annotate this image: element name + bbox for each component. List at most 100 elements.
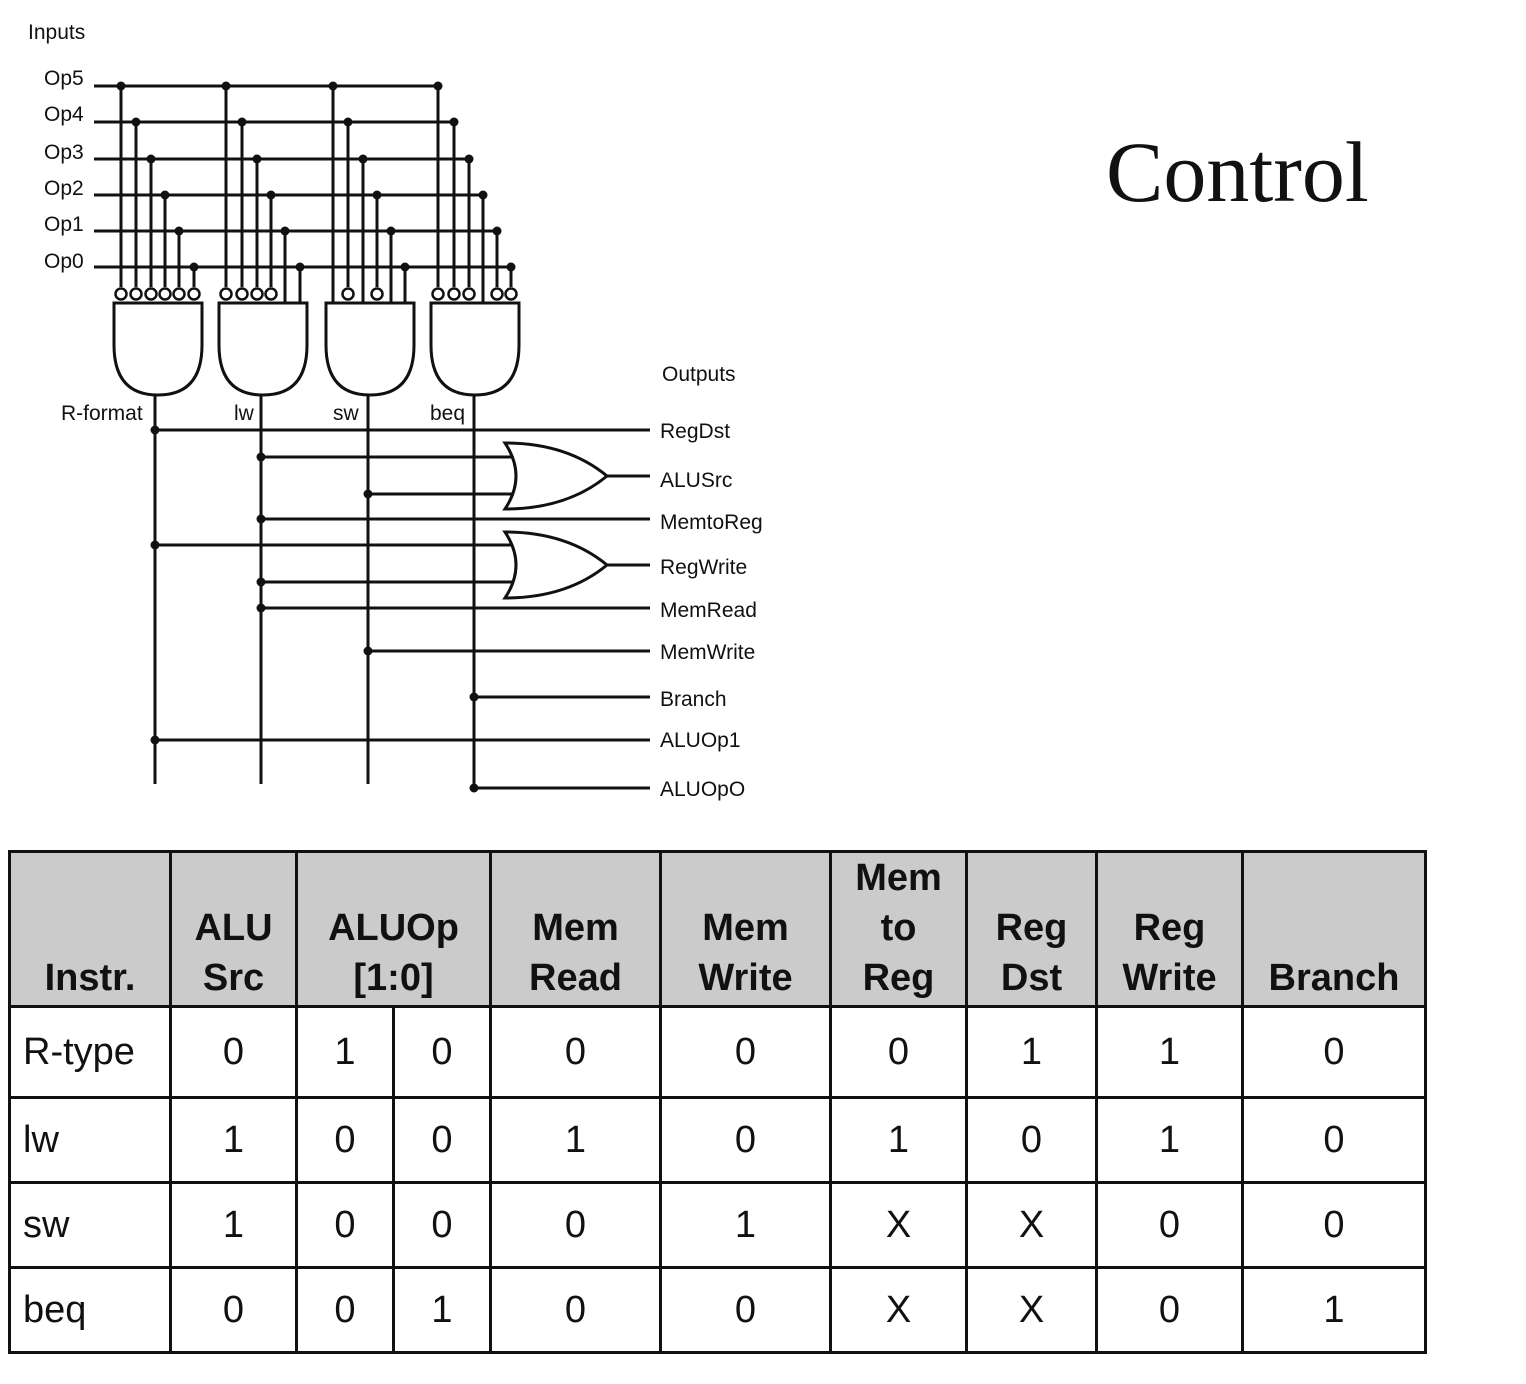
output-memread-label: MemRead [660, 599, 757, 622]
table-cell: 0 [1241, 1181, 1427, 1269]
junction-dot [506, 262, 516, 272]
table-cell: 1 [659, 1181, 832, 1269]
inverter-bubble [172, 287, 186, 301]
table-cell-instr: beq [8, 1266, 172, 1354]
junction-dot [295, 262, 305, 272]
outputs-label: Outputs [662, 363, 736, 386]
inverter-bubble [250, 287, 264, 301]
junction-dot [150, 425, 160, 435]
table-cell: 1 [829, 1096, 968, 1184]
table-cell: 0 [392, 1181, 492, 1269]
inverter-bubble [447, 287, 461, 301]
table-cell: 0 [1241, 1005, 1427, 1099]
output-alusrc-label: ALUSrc [660, 469, 732, 492]
output-aluop0-label: ALUOpO [660, 778, 745, 801]
inverter-bubble [187, 287, 201, 301]
and-gate-r-format [112, 301, 204, 397]
junction-dot [256, 452, 266, 462]
table-cell: 0 [489, 1181, 662, 1269]
junction-dot [464, 154, 474, 164]
table-cell: 0 [169, 1005, 298, 1099]
table-cell: X [965, 1181, 1098, 1269]
table-cell: 0 [659, 1005, 832, 1099]
junction-dot [469, 783, 479, 793]
junction-dot [256, 603, 266, 613]
junction-dot [252, 154, 262, 164]
inverter-bubble [144, 287, 158, 301]
table-cell: 1 [1095, 1096, 1244, 1184]
table-cell: 0 [659, 1096, 832, 1184]
inverter-bubble [462, 287, 476, 301]
table-cell: X [829, 1266, 968, 1354]
junction-dot [131, 117, 141, 127]
junction-dot [343, 117, 353, 127]
table-cell: 0 [659, 1266, 832, 1354]
table-cell: 0 [392, 1005, 492, 1099]
junction-dot [150, 540, 160, 550]
junction-dot [174, 226, 184, 236]
control-circuit-diagram: Inputs Op5 Op4 Op3 Op2 Op1 Op0 R-format … [28, 21, 1369, 801]
input-op0-label: Op0 [44, 250, 84, 273]
table-cell: 0 [295, 1096, 395, 1184]
and-gate-beq [429, 301, 521, 397]
junction-dot [492, 226, 502, 236]
input-op4-label: Op4 [44, 103, 84, 126]
table-cell: 1 [169, 1181, 298, 1269]
table-cell: 1 [169, 1096, 298, 1184]
junction-dot [372, 190, 382, 200]
table-cell: 1 [965, 1005, 1098, 1099]
table-cell: 0 [295, 1266, 395, 1354]
table-cell: 0 [965, 1096, 1098, 1184]
junction-dot [160, 190, 170, 200]
table-cell-instr: R-type [8, 1005, 172, 1099]
gate-beq-label: beq [430, 402, 465, 425]
output-aluop1-label: ALUOp1 [660, 729, 741, 752]
table-row: lw 1 0 0 1 0 1 0 1 0 [8, 1096, 1427, 1184]
junction-dot [146, 154, 156, 164]
junction-dot [221, 81, 231, 91]
table-row: sw 1 0 0 0 1 X X 0 0 [8, 1181, 1427, 1269]
table-cell: 0 [169, 1266, 298, 1354]
table-cell: 1 [392, 1266, 492, 1354]
inverter-bubble [235, 287, 249, 301]
table-cell: 0 [1095, 1181, 1244, 1269]
table-cell: 0 [392, 1096, 492, 1184]
input-op1-label: Op1 [44, 213, 84, 236]
junction-dot [386, 226, 396, 236]
junction-dot [449, 117, 459, 127]
table-cell: 0 [1241, 1096, 1427, 1184]
junction-dot [237, 117, 247, 127]
table-cell: 0 [489, 1005, 662, 1099]
or-gate-regwrite [502, 530, 610, 600]
input-op3-label: Op3 [44, 141, 84, 164]
output-branch-label: Branch [660, 688, 727, 711]
junction-dot [469, 692, 479, 702]
inverter-bubble [341, 287, 355, 301]
inverter-bubble [504, 287, 518, 301]
output-regdst-label: RegDst [660, 420, 730, 443]
gate-r-format-label: R-format [61, 402, 143, 425]
inverter-bubble [158, 287, 172, 301]
inverter-bubble [264, 287, 278, 301]
inverter-bubble [490, 287, 504, 301]
table-cell-instr: sw [8, 1181, 172, 1269]
junction-dot [150, 735, 160, 745]
table-cell: 0 [489, 1266, 662, 1354]
junction-dot [266, 190, 276, 200]
junction-dot [478, 190, 488, 200]
junction-dot [328, 81, 338, 91]
table-cell: 1 [1241, 1266, 1427, 1354]
table-cell-instr: lw [8, 1096, 172, 1184]
table-cell: 0 [1095, 1266, 1244, 1354]
table-cell: 0 [829, 1005, 968, 1099]
table-cell: 1 [295, 1005, 395, 1099]
inverter-bubble [370, 287, 384, 301]
junction-dot [280, 226, 290, 236]
table-cell: 0 [295, 1181, 395, 1269]
